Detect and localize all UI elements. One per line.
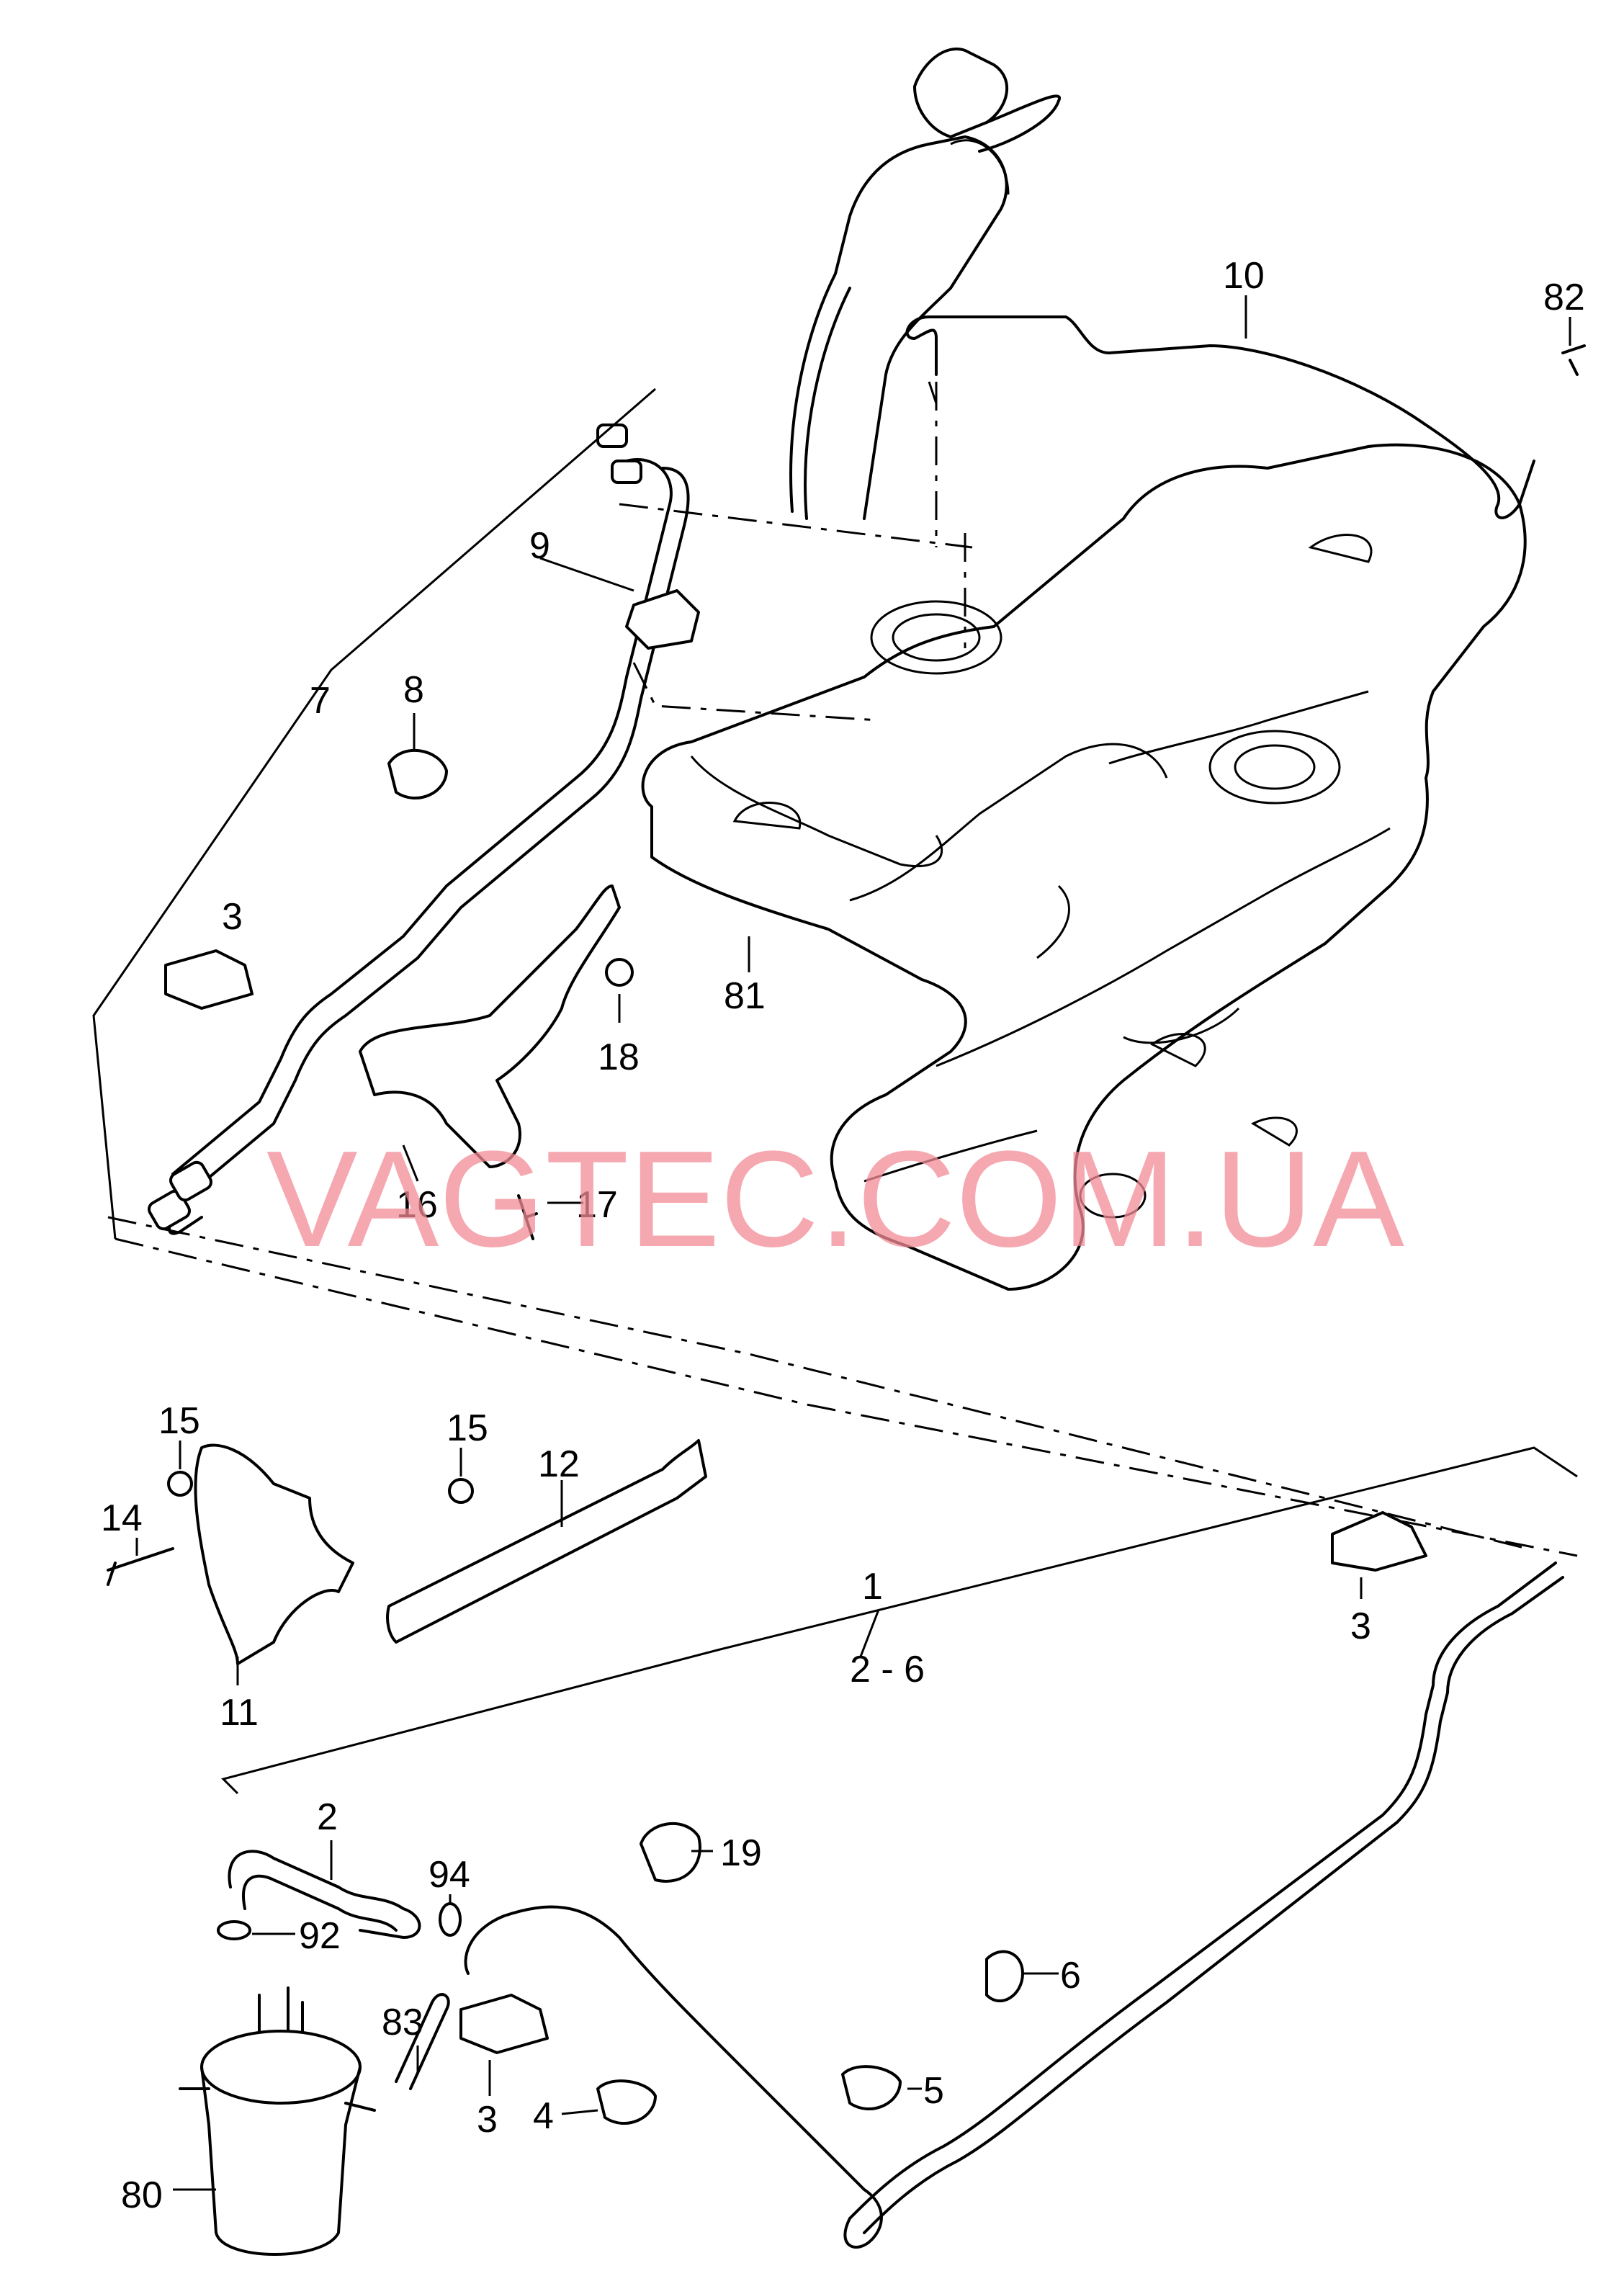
hose-clamp-92 [217, 1920, 251, 1940]
hose-clamp-94 [439, 1902, 462, 1937]
filler-neck [789, 48, 1062, 520]
watermark: VAGTEC.COM.UA [266, 1123, 1404, 1276]
label-94: 94 [429, 1854, 470, 1896]
vent-line [905, 315, 1535, 519]
label-9: 9 [529, 525, 550, 567]
heat-shield-16 [359, 884, 621, 1168]
group-bracket-1 [221, 1446, 1578, 1795]
label-3-upper: 3 [222, 896, 243, 938]
holder-5 [841, 2065, 902, 2111]
label-2: 2 [317, 1796, 338, 1838]
bolt-17 [517, 1194, 538, 1240]
holder-6 [985, 1950, 1024, 2003]
label-4: 4 [533, 2095, 554, 2137]
fuel-line-assembly-front [148, 424, 690, 1235]
holder-3-upper [164, 949, 254, 1010]
activated-charcoal-canister [179, 1986, 376, 2256]
bolt-14 [107, 1547, 174, 1586]
fuel-line-assembly-rear [464, 1562, 1564, 2249]
label-16: 16 [396, 1184, 438, 1226]
label-82: 82 [1543, 277, 1585, 318]
nut-15-left [167, 1471, 193, 1497]
holder-3-right [1331, 1511, 1427, 1572]
leader-lines [135, 295, 1571, 2191]
bracket-11 [194, 1443, 354, 1665]
label-7: 7 [310, 680, 331, 722]
label-12: 12 [538, 1443, 580, 1485]
label-2-6: 2 - 6 [850, 1649, 925, 1690]
label-3-lower: 3 [477, 2099, 498, 2141]
nut-18 [605, 958, 634, 987]
label-19: 19 [720, 1832, 762, 1874]
label-18: 18 [598, 1036, 640, 1078]
fastener-82 [1561, 344, 1586, 376]
nut-15-right [448, 1478, 474, 1504]
label-5: 5 [923, 2070, 944, 2112]
holder-4 [596, 2079, 657, 2125]
label-17: 17 [576, 1184, 618, 1226]
group-bracket-7 [92, 387, 656, 1240]
label-8: 8 [403, 669, 424, 711]
holder-3-lower [459, 1994, 549, 2054]
label-81: 81 [724, 975, 766, 1017]
holder-19 [640, 1822, 701, 1883]
label-6: 6 [1060, 1955, 1081, 1997]
clip-9 [625, 589, 700, 650]
label-83: 83 [382, 2002, 423, 2043]
label-11: 11 [220, 1692, 259, 1734]
label-92: 92 [299, 1915, 341, 1957]
fuel-tank [641, 443, 1527, 1291]
callout-labels: 1 2 - 6 2 3 3 3 4 5 6 7 8 9 10 11 12 14 … [101, 255, 1585, 2216]
heat-shield-12 [386, 1439, 707, 1644]
label-80: 80 [121, 2174, 163, 2216]
label-15-right: 15 [447, 1407, 488, 1449]
hose-83 [395, 1993, 450, 2090]
label-1: 1 [862, 1566, 883, 1608]
connection-lines [107, 382, 1578, 1557]
label-3-right: 3 [1350, 1605, 1371, 1647]
label-14: 14 [101, 1497, 143, 1539]
holder-8 [387, 749, 448, 800]
label-15-left: 15 [158, 1400, 200, 1442]
hose-2 [228, 1850, 421, 1939]
label-10: 10 [1223, 255, 1265, 297]
